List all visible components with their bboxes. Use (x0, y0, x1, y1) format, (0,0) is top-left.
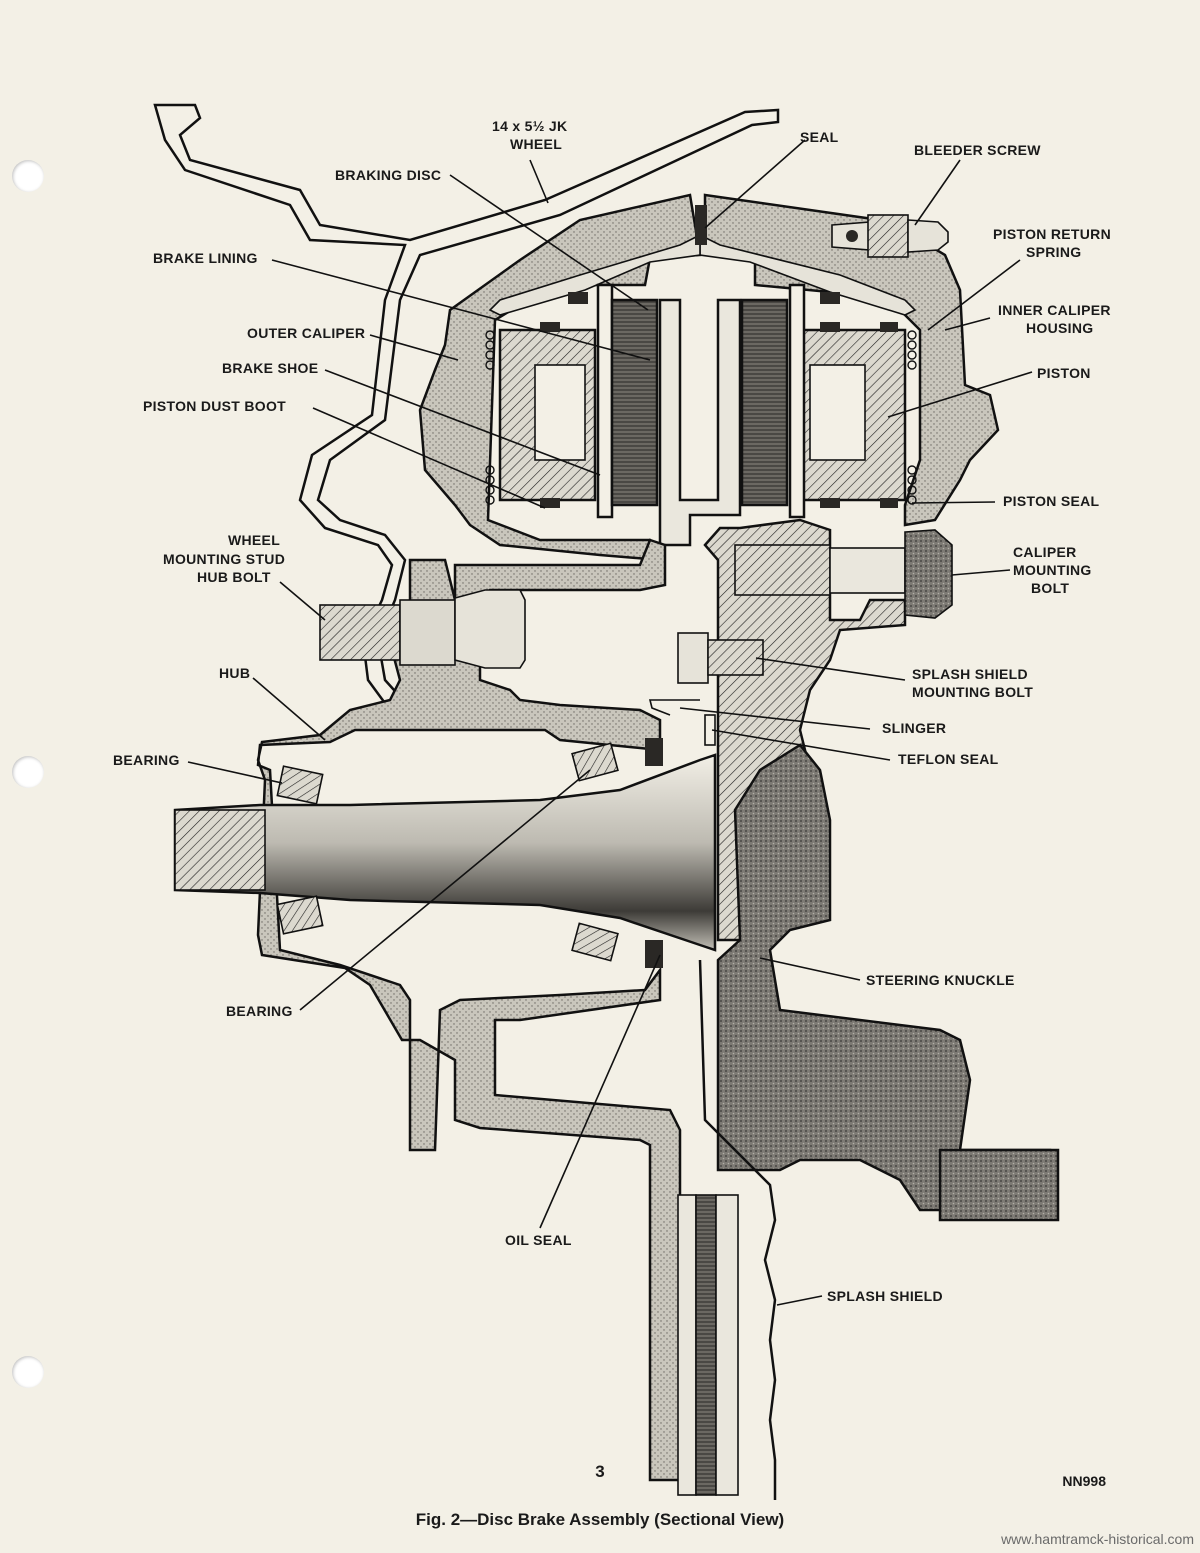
wheel-rim (153, 103, 780, 712)
label-hub: HUB (219, 665, 250, 681)
label-caliper-mounting-bolt: BOLT (1031, 580, 1069, 596)
caliper-bridge (699, 233, 917, 316)
label-piston-seal: PISTON SEAL (1003, 493, 1100, 509)
splash-shield-mounting-bolt (677, 632, 764, 684)
hub (256, 538, 682, 1482)
label-brake-shoe: BRAKE SHOE (222, 360, 318, 376)
label-inner-caliper-housing: HOUSING (1026, 320, 1093, 336)
label-caliper-mounting-bolt: MOUNTING (1013, 562, 1092, 578)
callout-labels: 14 x 5½ JK WHEEL SEAL BLEEDER SCREW BRAK… (113, 118, 1111, 1304)
inner-caliper-housing (703, 193, 1000, 527)
caliper-mounting-bolt (734, 529, 953, 619)
label-bleeder-screw: BLEEDER SCREW (914, 142, 1041, 158)
figure-caption: Fig. 2—Disc Brake Assembly (Sectional Vi… (415, 1510, 785, 1529)
watermark: www.hamtramck-historical.com (1001, 1531, 1194, 1547)
label-wheel: WHEEL (510, 136, 562, 152)
label-piston: PISTON (1037, 365, 1091, 381)
label-oil-seal: OIL SEAL (505, 1232, 572, 1248)
piston-dust-boot (540, 292, 898, 508)
wheel-mounting-stud (319, 589, 526, 669)
piston-return-spring (485, 330, 917, 505)
slinger (648, 699, 700, 716)
punch-hole (12, 1356, 44, 1388)
figure-code: NN998 (1062, 1473, 1106, 1489)
caliper-bridge-left (488, 233, 701, 316)
label-outer-caliper: OUTER CALIPER (247, 325, 365, 341)
brake-shoe-left (596, 283, 614, 519)
brake-shoe-right (788, 283, 806, 519)
label-bearing: BEARING (113, 752, 180, 768)
label-piston-return-spring: PISTON RETURN (993, 226, 1111, 242)
punch-hole (12, 160, 44, 192)
label-wheel-mounting-stud: MOUNTING STUD (163, 551, 285, 567)
label-piston-return-spring: SPRING (1026, 244, 1081, 260)
brake-lining-left (610, 298, 659, 507)
spindle (173, 753, 717, 952)
punch-hole (12, 756, 44, 788)
leader-lines (187, 139, 1033, 1306)
label-wheel: 14 x 5½ JK (492, 118, 567, 134)
outer-oil-seal (645, 738, 663, 766)
label-braking-disc: BRAKING DISC (335, 167, 441, 183)
oil-seal (645, 940, 663, 968)
bleeder-screw (831, 214, 949, 258)
page-number: 3 (595, 1462, 605, 1481)
label-seal: SEAL (800, 129, 839, 145)
label-splash-shield-mounting-bolt: MOUNTING BOLT (912, 684, 1033, 700)
label-wheel-mounting-stud: HUB BOLT (197, 569, 271, 585)
label-wheel-mounting-stud: WHEEL (228, 532, 280, 548)
top-seal (695, 205, 707, 245)
braking-disc-lower (677, 1194, 739, 1496)
label-splash-shield-mounting-bolt: SPLASH SHIELD (912, 666, 1028, 682)
label-slinger: SLINGER (882, 720, 946, 736)
label-teflon-seal: TEFLON SEAL (898, 751, 999, 767)
label-inner-caliper-housing: INNER CALIPER (998, 302, 1111, 318)
label-splash-shield: SPLASH SHIELD (827, 1288, 943, 1304)
steering-knuckle-arm-end (938, 1148, 1060, 1222)
inner-piston-window (809, 364, 866, 461)
label-brake-lining: BRAKE LINING (153, 250, 258, 266)
label-steering-knuckle: STEERING KNUCKLE (866, 972, 1015, 988)
label-caliper-mounting-bolt: CALIPER (1013, 544, 1077, 560)
label-piston-dust-boot: PISTON DUST BOOT (143, 398, 286, 414)
bearings (276, 742, 619, 962)
outer-piston-window (534, 364, 586, 461)
braking-disc (658, 298, 742, 547)
splash-shield (698, 959, 777, 1500)
brake-lining-right (740, 298, 789, 507)
label-bearing: BEARING (226, 1003, 293, 1019)
spindle-thread (174, 809, 266, 891)
